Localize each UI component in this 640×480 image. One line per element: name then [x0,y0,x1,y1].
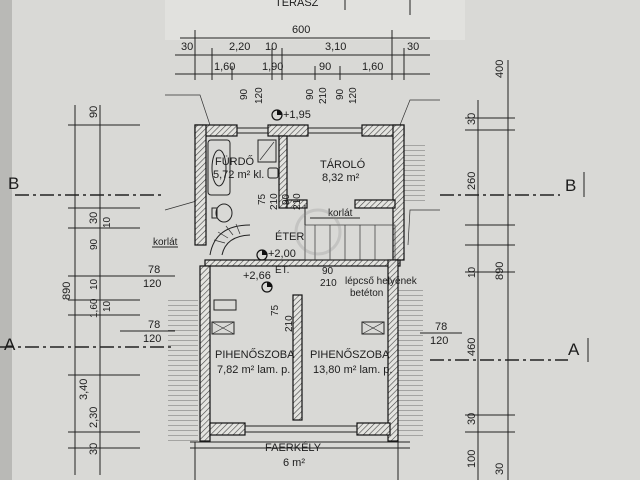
dim-right-7: 30 [466,413,478,425]
room-bedroom-right-area: 13,80 m² lam. p. [313,364,392,376]
dim-left-7: 10 [102,300,113,312]
dim-total-width: 600 [292,24,310,36]
dim-top-1: 30 [181,41,193,53]
railing-left-label: korlát [153,237,178,248]
dim-left-4: 10 [102,216,113,228]
dim-right-1: 400 [494,60,506,78]
door-dimensions: 75 210 90 210 90 210 75 210 [257,193,337,332]
railing-right-label: korlát [328,208,353,219]
left-side-labels: 78 120 78 120 [120,264,175,345]
dim-mid-1: 1,60 [214,61,235,73]
dim-right-6: 460 [466,338,478,356]
dim-left-11: 30 [88,443,100,455]
bathtub-icon [207,139,231,196]
dim-left-10: 2,30 [88,407,100,428]
room-bedroom-left-name: PIHENŐSZOBA [215,347,295,361]
level-landing: +2,66 [243,270,271,282]
roof-slopes [164,94,440,445]
room-bathroom-area: 5,72 m² kl. [213,169,264,181]
watermark-logo [294,208,342,256]
dim-win-2: 120 [254,87,265,104]
room-hall-name: ÉTER [275,230,304,243]
paper-edge [0,0,12,480]
room-bedroom-left-area: 7,82 m² lam. p. [217,364,290,376]
label-120-a: 120 [143,278,161,290]
dim-left-9: 3,40 [78,379,90,400]
level-markers: +1,95 +2,00 +2,66 [243,109,311,293]
top-dimension-chains: 600 30 2,20 10 3,10 30 1,60 1,90 90 1,60 [175,24,430,80]
label-120-right: 120 [430,335,448,347]
room-bedroom-right-name: PIHENŐSZOBA [310,347,390,361]
room-labels: FÜRDŐ 5,72 m² kl. TÁROLÓ 8,32 m² ÉTER ET… [213,154,392,469]
room-storage-name: TÁROLÓ [320,158,366,171]
dim-left-1: 90 [88,106,100,118]
door-dim-6: 210 [320,278,337,289]
dim-left-5: 10 [89,278,100,290]
washbasin-icon [257,139,277,163]
dim-top-2: 2,20 [229,41,250,53]
right-side-labels: 78 120 [420,321,462,347]
door-dim-7: 75 [270,304,281,316]
dim-top-3: 10 [265,41,277,53]
toilet-icon [267,167,279,179]
label-78-right: 78 [435,321,447,333]
stair-note-2: betéton [350,288,383,299]
door-dim-2: 210 [269,193,280,210]
dim-left-8: 1,60 [89,298,100,318]
door-dim-8: 210 [284,315,295,332]
door-dim-1: 75 [257,193,268,205]
door-dim-5: 90 [322,266,334,277]
label-78-a: 78 [148,264,160,276]
staircase [209,205,396,261]
walls [194,124,405,442]
section-a-right: A [568,340,580,359]
dim-right-8: 100 [466,450,478,468]
right-dimension-chain: 400 30 260 890 10 460 30 100 30 [465,60,515,480]
dim-left-6: 90 [89,238,100,250]
annotations: korlát korlát lépcső helyének betéton [152,208,418,299]
balcony-railing [190,441,410,480]
section-b-left: B [8,174,19,193]
section-b-right: B [565,176,576,195]
terrace-label: TERASZ [275,0,319,9]
section-a-left: A [4,335,16,354]
dim-win-4: 120 [348,87,359,104]
dim-right-5: 10 [467,266,478,278]
dim-right-total: 890 [494,262,506,280]
bed-icon [213,299,237,311]
bathroom-fixtures [207,139,385,335]
section-line-a: A A [0,335,589,362]
dim-right-2: 30 [466,113,478,125]
label-120-b: 120 [143,333,161,345]
label-78-b: 78 [148,319,160,331]
section-line-b: B B [8,172,585,197]
dim-left-3: 30 [88,212,100,224]
left-dimension-chain: 90 890 30 10 10 90 10 1,60 3,40 2,30 30 [61,105,140,475]
level-top: +1,95 [283,109,311,121]
dim-right-9: 30 [494,463,506,475]
room-landing-name: ET. [275,265,289,276]
dim-mid-2: 1,90 [262,61,283,73]
dim-mid-3: 90 [319,61,331,73]
skylight-icon [361,321,385,335]
dim-top-5: 30 [407,41,419,53]
dim-top-door-2: 210 [318,87,329,104]
dim-left-total: 890 [61,282,73,300]
dim-top-door-1: 90 [305,88,316,100]
dim-top-4: 3,10 [325,41,346,53]
room-storage-area: 8,32 m² [322,172,360,184]
dim-mid-4: 1,60 [362,61,383,73]
level-hall: +2,00 [268,248,296,260]
dim-win-1: 90 [239,88,250,100]
room-balcony-area: 6 m² [283,457,305,469]
dim-right-3: 260 [466,172,478,190]
window-door-dimensions: 90 120 90 210 90 120 [239,87,359,104]
stair-note-1: lépcső helyének [345,276,418,287]
room-bathroom-name: FÜRDŐ [215,154,255,168]
dim-win-3: 90 [335,88,346,100]
door-dim-3: 90 [281,193,292,205]
door-dim-4: 210 [292,193,303,210]
